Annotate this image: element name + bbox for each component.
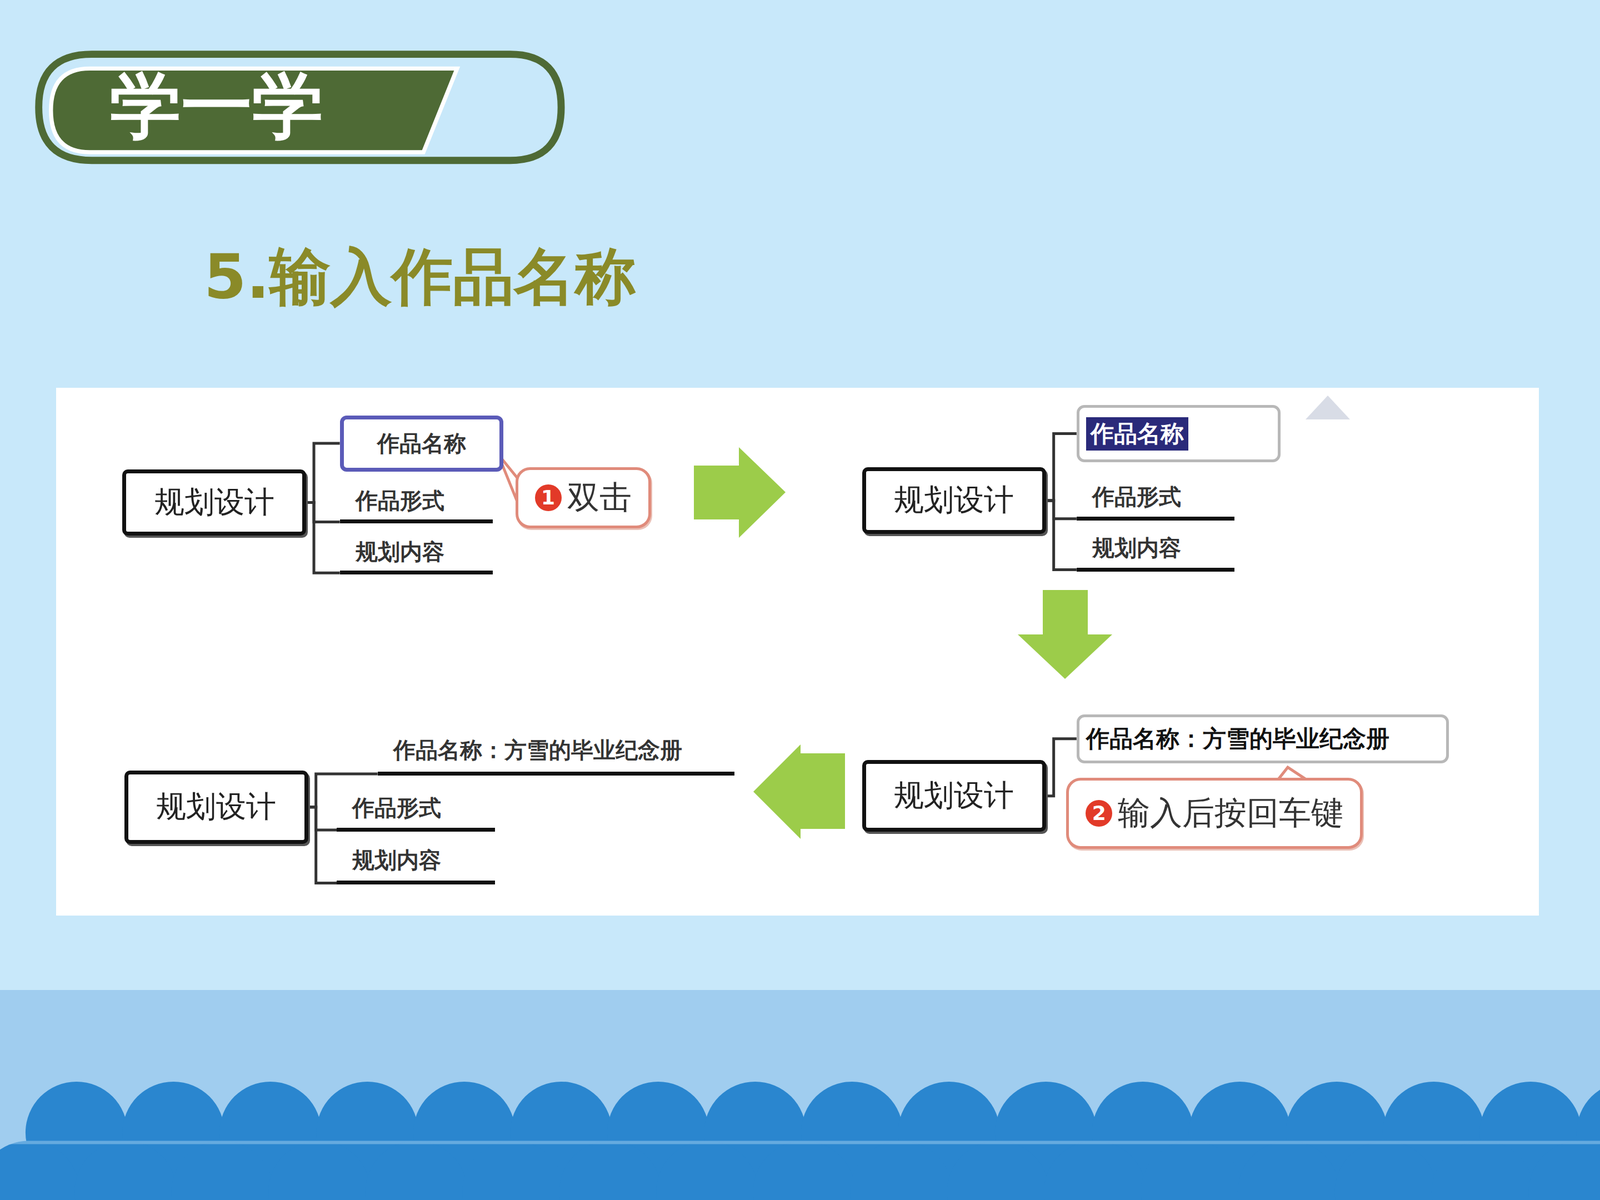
- mindmap-connector: [306, 502, 340, 523]
- edit-field: 作品名称：方雪的毕业纪念册: [1076, 714, 1449, 764]
- slide-title: 5.输入作品名称: [203, 236, 637, 319]
- node-label: 规划内容: [355, 536, 445, 568]
- scallop: [171, 1140, 274, 1200]
- scallop: [559, 1140, 662, 1200]
- mindmap-connector: [306, 502, 340, 574]
- node-label: 规划设计: [156, 786, 277, 828]
- node-label: 规划设计: [893, 775, 1014, 817]
- branch-topic: 规划内容: [336, 841, 495, 885]
- scallop: [1431, 1140, 1534, 1200]
- node-label: 作品名称: [1086, 417, 1189, 451]
- node-label: 作品形式: [352, 792, 442, 824]
- scallop: [1140, 1140, 1243, 1200]
- scallop: [753, 1140, 856, 1200]
- scallop: [1334, 1140, 1437, 1200]
- node-label: 作品名称: [377, 428, 467, 459]
- branch-topic: 作品形式: [340, 484, 494, 524]
- edit-field: 作品名称: [1076, 405, 1281, 463]
- scallop: [1043, 1140, 1147, 1200]
- callout-number: 2: [1085, 800, 1113, 827]
- scallop: [850, 1140, 953, 1200]
- node-label: 作品名称：方雪的毕业纪念册: [393, 735, 683, 766]
- root-topic: 规划设计: [124, 770, 309, 844]
- scallop: [656, 1140, 759, 1200]
- callout-number: 1: [535, 484, 562, 512]
- node-label: 学一学: [110, 58, 324, 155]
- mindmap-connector: [308, 807, 337, 830]
- branch-topic: 作品名称: [340, 415, 504, 472]
- section-badge: 学一学: [30, 46, 570, 169]
- green-arrow: [753, 744, 845, 839]
- mindmap-connector: [308, 807, 337, 884]
- scallop: [74, 1140, 177, 1200]
- mindmap-connector: [1046, 433, 1077, 501]
- root-topic: 规划设计: [862, 467, 1047, 534]
- mindmap-connector: [306, 443, 340, 503]
- node-label: 规划内容: [1092, 532, 1182, 564]
- scallop: [0, 1140, 80, 1200]
- node-label: 双击: [567, 476, 632, 520]
- node-label: 作品名称：方雪的毕业纪念册: [1086, 723, 1390, 755]
- scallops: [0, 1081, 1600, 1200]
- scallop: [946, 1140, 1049, 1200]
- scallop-line: [0, 1140, 1600, 1144]
- node-label: 作品形式: [1092, 481, 1182, 513]
- scallop: [365, 1140, 468, 1200]
- step-callout: 1双击: [515, 467, 652, 529]
- branch-topic: 作品形式: [1076, 479, 1235, 520]
- scallop: [268, 1140, 371, 1200]
- branch-topic: 作品名称：方雪的毕业纪念册: [377, 730, 735, 776]
- step-callout: 2输入后按回车键: [1066, 777, 1363, 850]
- branch-topic: 规划内容: [340, 535, 494, 575]
- picture-panel: [56, 387, 1539, 916]
- node-label: 输入后按回车键: [1117, 791, 1344, 835]
- toolbar-icon: [1305, 395, 1350, 420]
- green-arrow: [1017, 590, 1113, 679]
- scallop: [1237, 1140, 1340, 1200]
- green-arrow: [693, 447, 786, 538]
- root-topic: 规划设计: [122, 469, 307, 536]
- root-topic: 规划设计: [862, 760, 1047, 832]
- node-label: 规划设计: [154, 482, 275, 523]
- mindmap-connector: [1046, 500, 1077, 519]
- node-label: 规划设计: [893, 480, 1014, 521]
- scallop: [462, 1140, 565, 1200]
- node-label: 作品形式: [355, 485, 445, 517]
- branch-topic: 作品形式: [336, 790, 495, 832]
- branch-topic: 规划内容: [1076, 530, 1235, 572]
- mindmap-connector: [1046, 500, 1077, 570]
- node-label: 规划内容: [352, 845, 442, 876]
- scallop: [1528, 1140, 1600, 1200]
